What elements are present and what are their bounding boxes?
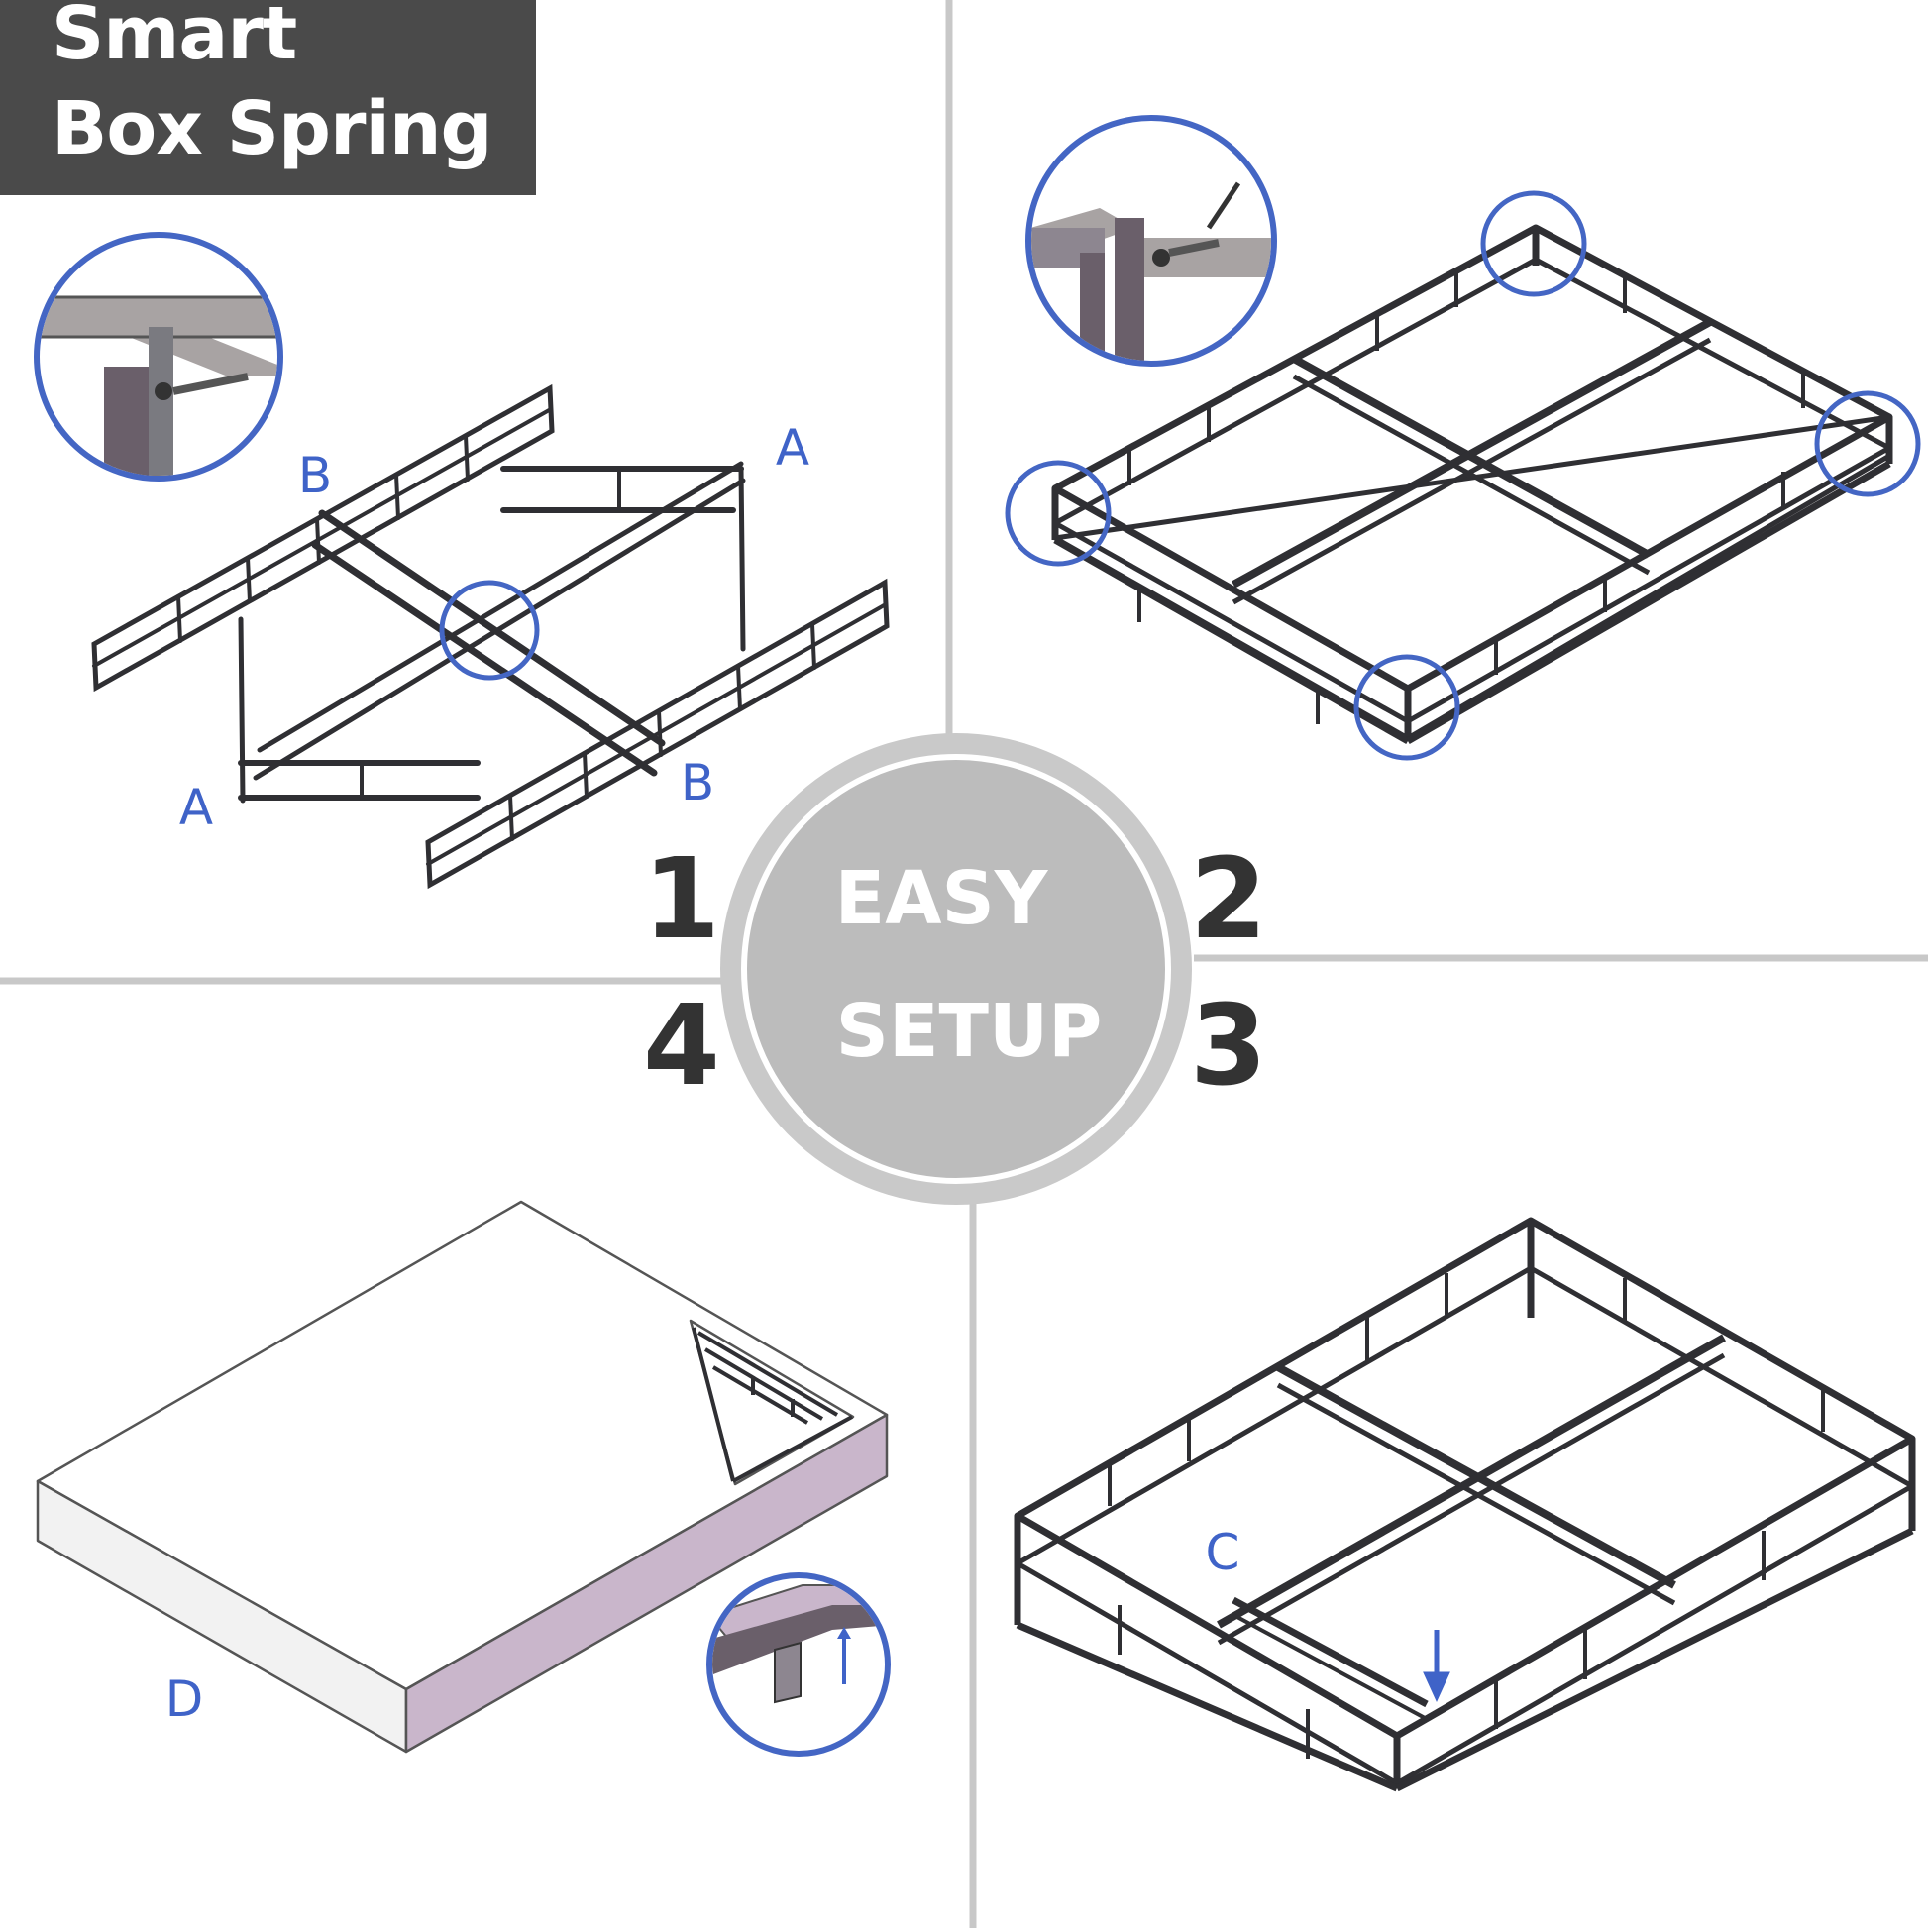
step2-corner-callout <box>1353 654 1460 761</box>
label-a-left: A <box>179 779 213 836</box>
step4-detail-clip-icon <box>706 1572 891 1757</box>
step2-assembled-frame <box>1051 224 1893 745</box>
step2-corner-callout <box>1005 460 1112 567</box>
step2-corner-callout <box>1480 190 1587 297</box>
step-numbers: 1 2 3 4 <box>643 835 1267 1111</box>
step-number-2: 2 <box>1190 835 1267 964</box>
title-line-2: Box Spring <box>52 86 493 171</box>
title-line-1: Smart <box>52 0 297 76</box>
step1-joint-callout <box>439 580 540 681</box>
step3-arrow-icon <box>1423 1630 1450 1703</box>
step-number-1: 1 <box>643 835 720 964</box>
label-c: C <box>1206 1524 1240 1581</box>
end-piece-a-right <box>500 466 746 652</box>
step2-callouts <box>1005 115 1921 761</box>
rail-b-lower <box>425 578 890 890</box>
step2-corner-callout <box>1814 390 1921 497</box>
step-number-4: 4 <box>643 982 720 1111</box>
step-number-3: 3 <box>1190 982 1267 1111</box>
label-b-lower: B <box>681 754 714 811</box>
center-text-setup: SETUP <box>836 989 1103 1074</box>
end-piece-a-left <box>238 616 481 804</box>
label-d: D <box>165 1670 204 1728</box>
step1-labels: B A A B <box>179 419 809 836</box>
step1-exploded-frame <box>91 383 890 890</box>
step3-frame-with-support <box>1014 1217 1916 1792</box>
step1-callouts <box>34 232 540 681</box>
step1-detail-bracket-icon <box>34 232 283 482</box>
center-text-easy: EASY <box>835 856 1049 941</box>
label-b-upper: B <box>298 447 332 504</box>
center-badge: EASY SETUP <box>720 733 1192 1205</box>
step4-box-spring <box>36 1200 889 1754</box>
label-a-right: A <box>776 419 809 477</box>
rail-b-upper <box>91 383 555 693</box>
step2-detail-bracket-icon <box>1025 115 1277 367</box>
title-banner: Smart Box Spring <box>0 0 536 195</box>
